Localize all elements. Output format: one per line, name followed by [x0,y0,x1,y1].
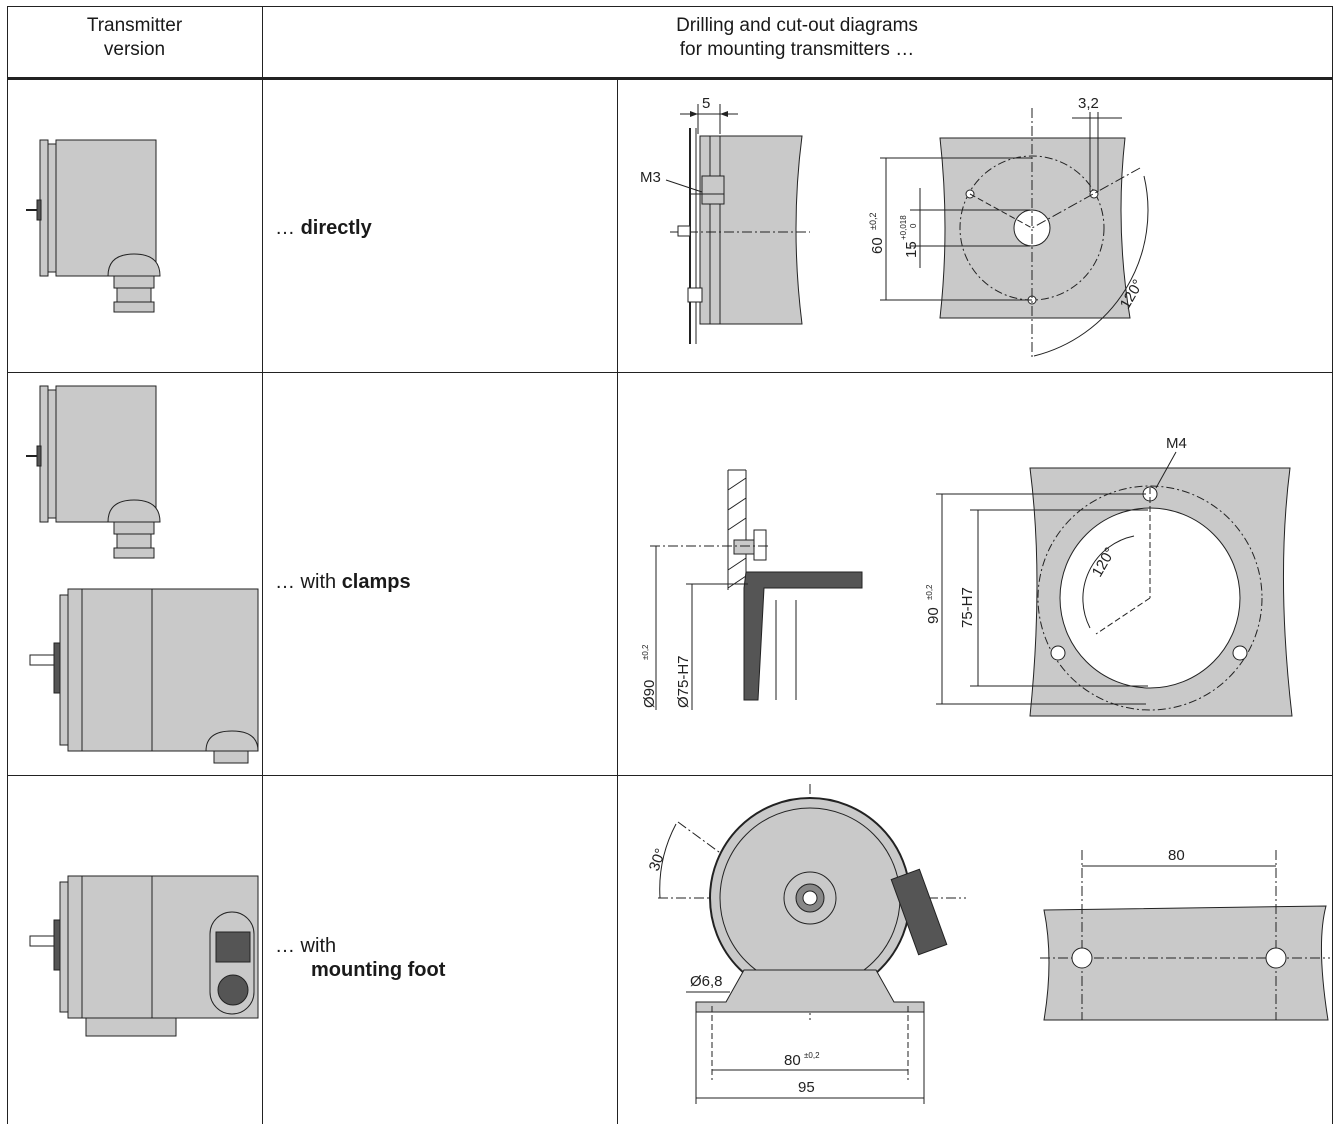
method-prefix: … with [275,935,337,957]
direct-cutout-drawing: 3,2 60 ±0,2 15 +0,018 0 120° [868,95,1149,358]
dim-15-tol-up: +0,018 [899,215,908,240]
angle-30: 30° [646,846,670,873]
dim-od90-tol: ±0,2 [641,644,650,660]
column-divider-1 [262,6,263,1124]
column-divider-2 [617,80,618,1124]
row-divider-2 [7,775,1333,776]
header-drilling-diagrams: Drilling and cut-out diagrams for mounti… [262,14,1332,62]
method-clamps: … with clamps [275,570,411,594]
dim-90: 90 [925,607,942,624]
dim-5: 5 [702,95,710,112]
table-left-border [7,6,8,1124]
row-divider-1 [7,372,1333,373]
foot-cutout-drawing: 80 [1040,847,1330,1021]
method-prefix: … with [275,571,337,593]
header-line: Transmitter [86,15,183,36]
dim-60: 60 [869,237,886,254]
dim-95: 95 [798,1079,815,1096]
header-transmitter-version: Transmitter version [7,14,262,62]
dim-15-tol-lo: 0 [909,223,918,228]
method-mounting-foot: … with mounting foot [275,934,445,982]
dim-15: 15 [903,241,920,258]
method-bold: mounting foot [311,959,446,981]
dim-75: 75-H7 [959,587,976,628]
header-line: version [103,39,166,60]
dim-hole: Ø6,8 [690,973,723,990]
method-bold: directly [300,217,372,239]
clamps-side-section-drawing: Ø90 ±0,2 Ø75-H7 [641,469,863,710]
method-bold: clamps [341,571,411,593]
label-m4: M4 [1166,435,1187,452]
dim-od75: Ø75-H7 [675,655,692,708]
header-divider [7,77,1333,80]
method-directly: … directly [275,216,372,240]
table-top-border [7,6,1333,7]
dim-80-spacing: 80 [1168,847,1185,864]
header-line: Drilling and cut-out diagrams [676,15,918,36]
transmitter-clamps-drawing-long [29,588,259,764]
dim-3-2: 3,2 [1078,95,1099,112]
header-line: for mounting transmitters … [679,39,915,60]
dim-80: 80 [784,1052,801,1069]
transmitter-foot-drawing [29,875,259,1037]
label-m3: M3 [640,169,661,186]
dim-90-tol: ±0,2 [925,584,934,600]
dim-80-tol: ±0,2 [804,1051,820,1060]
clamps-cutout-drawing: M4 120° 90 ±0,2 75-H7 [925,435,1293,717]
transmitter-clamps-drawing-short [26,385,161,559]
transmitter-direct-drawing [26,139,161,313]
dim-od90: Ø90 [641,680,658,708]
direct-side-section-drawing: 5 M3 [640,95,810,344]
dim-60-tol: ±0,2 [868,213,878,230]
foot-front-view-drawing: 30° Ø6,8 80 ±0,2 95 [646,784,966,1104]
method-prefix: … [275,217,295,239]
